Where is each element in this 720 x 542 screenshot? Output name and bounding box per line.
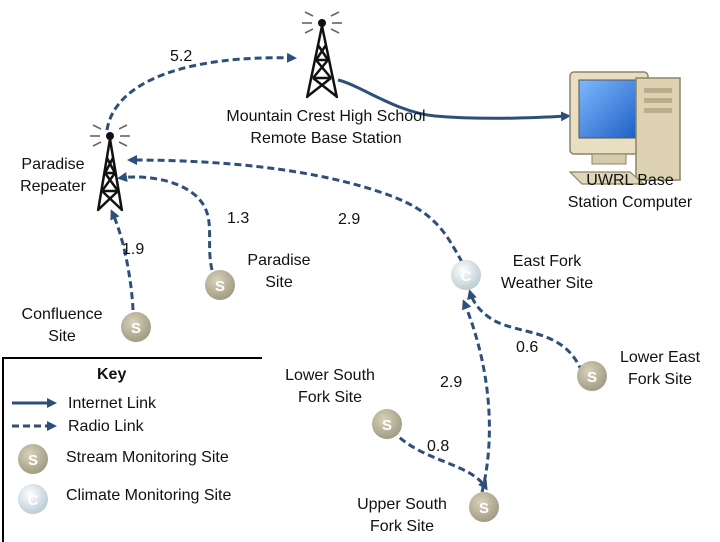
- distance-eastfork-repeater: 2.9: [338, 211, 361, 228]
- climate-badge-eastfork: C: [451, 260, 481, 290]
- key-box: [2, 357, 262, 542]
- radio-link-eastfork-repeater: [127, 155, 464, 263]
- internet-link-mountain-uwrl: [337, 78, 571, 122]
- paradise-repeater-label: Paradise Repeater: [20, 156, 86, 195]
- svg-text:S: S: [28, 452, 38, 469]
- stream-badge-lowersouth: S: [372, 409, 402, 439]
- paradise-site-label: Paradise Site: [247, 252, 311, 291]
- key-stream-symbol: S: [18, 444, 48, 474]
- svg-text:S: S: [479, 500, 489, 517]
- key-stream-label: Stream Monitoring Site: [66, 449, 229, 466]
- stream-badge-paradise: S: [205, 270, 235, 300]
- svg-text:C: C: [28, 492, 39, 509]
- key-radio-label: Radio Link: [68, 418, 144, 435]
- distance-confluence-repeater: 1.9: [122, 241, 145, 258]
- svg-text:C: C: [461, 268, 472, 285]
- stream-badge-uppersouth: S: [469, 492, 499, 522]
- mountain-crest-label: Mountain Crest High School Remote Base S…: [226, 108, 426, 147]
- stream-badge-confluence: S: [121, 312, 151, 342]
- east-fork-label: East Fork Weather Site: [500, 253, 594, 292]
- stream-badge-lowereast: S: [577, 361, 607, 391]
- radio-link-upper-eastfork: [462, 299, 491, 493]
- distance-lowersouth-upper: 0.8: [427, 438, 450, 455]
- radio-link-repeater-mountain: [105, 52, 297, 131]
- distance-paradise-repeater: 1.3: [227, 210, 250, 227]
- distance-repeater-mountain: 5.2: [170, 48, 193, 65]
- confluence-label: Confluence Site: [21, 306, 103, 345]
- radio-link-lowereast-eastfork: [467, 289, 584, 373]
- lower-south-fork-label: Lower South Fork Site: [285, 367, 375, 406]
- distance-upper-eastfork: 2.9: [440, 374, 463, 391]
- uwrl-label: UWRL Base Station Computer: [567, 172, 693, 211]
- radio-link-confluence-repeater: [110, 209, 135, 311]
- key-climate-symbol: C: [18, 484, 48, 514]
- svg-text:S: S: [131, 320, 141, 337]
- lower-east-fork-label: Lower East Fork Site: [619, 349, 701, 388]
- key-title: Key: [97, 366, 127, 383]
- distance-lowereast-eastfork: 0.6: [516, 339, 539, 356]
- key-climate-label: Climate Monitoring Site: [66, 487, 232, 504]
- radio-link-paradise-repeater: [117, 172, 214, 271]
- radio-link-lowersouth-upper: [390, 429, 488, 491]
- radio-tower-icon: [90, 124, 130, 212]
- svg-text:S: S: [215, 278, 225, 295]
- upper-south-fork-label: Upper South Fork Site: [357, 496, 447, 535]
- key-internet-label: Internet Link: [68, 395, 157, 412]
- svg-text:S: S: [382, 417, 392, 434]
- computer-icon: [568, 71, 681, 185]
- radio-tower-icon: [302, 11, 342, 99]
- svg-text:S: S: [587, 369, 597, 386]
